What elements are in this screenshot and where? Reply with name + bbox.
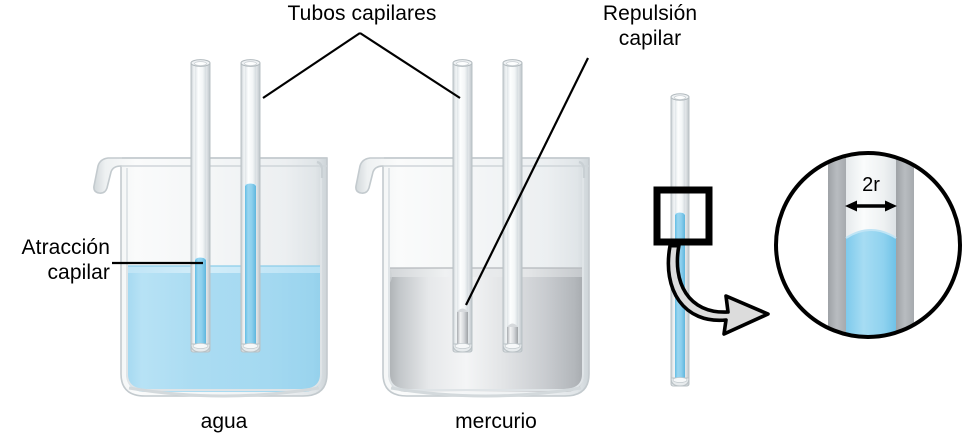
inset-meniscus-line [845, 229, 897, 239]
mercury-beaker [355, 59, 590, 398]
water-tube-wide-meniscus [195, 257, 206, 260]
mercury-tube-wide [452, 59, 473, 353]
mercury-tube-narrow-bore [507, 64, 518, 350]
water-tube-wide-column [195, 258, 206, 350]
water-body [126, 266, 322, 392]
caption-mercurio: mercurio [455, 410, 537, 433]
magnifier-ring [774, 151, 962, 339]
mercury-beaker-inner-wall [388, 168, 584, 391]
mercury-surface-band [388, 268, 584, 277]
mercury-tube-wide-meniscus [457, 308, 468, 312]
mercury-tube-wide-bore [457, 64, 468, 350]
detail-tube-group [653, 93, 770, 387]
inset-water [846, 230, 896, 337]
callout-box [653, 186, 713, 246]
label-repulsion-capilar: Repulsión capilar [602, 2, 698, 50]
leader-tubes-left [262, 32, 361, 99]
inset-left-wall [828, 153, 846, 337]
label-tubos-capilares: Tubos capilares [287, 2, 437, 25]
water-tube-wide-bore [195, 64, 206, 350]
label-2r: 2r [862, 174, 880, 196]
water-beaker [93, 59, 328, 398]
water-beaker-foot [128, 386, 320, 398]
water-tube-narrow-column [245, 184, 256, 350]
radius-dimension-arrow [845, 200, 897, 212]
leader-lines [112, 32, 589, 306]
water-beaker-inner-wall [126, 168, 322, 391]
label-atraccion-capilar: Atracción capilar [21, 236, 110, 284]
caption-agua: agua [200, 410, 248, 433]
mercury-tube-narrow-column [507, 327, 518, 350]
zoom-arrow [666, 243, 770, 336]
mercury-beaker-foot [390, 386, 582, 398]
water-tube-narrow-meniscus [245, 183, 256, 186]
leader-repulsion [465, 57, 589, 306]
magnifier-inset [774, 151, 962, 339]
detail-tube-meniscus [675, 212, 685, 215]
water-tube-wide [190, 59, 211, 353]
mercury-beaker-corner-highlight [578, 160, 586, 178]
mercury-tube-wide-column [457, 312, 468, 350]
inset-right-wall [896, 153, 914, 337]
mercury-tube-narrow [502, 59, 523, 353]
water-surface-band [126, 266, 322, 273]
water-beaker-corner-highlight [316, 160, 324, 178]
mercury-body [388, 268, 584, 392]
mercury-tube-narrow-meniscus [507, 323, 518, 327]
water-tube-narrow [240, 59, 261, 353]
leader-tubes-right [359, 32, 461, 99]
